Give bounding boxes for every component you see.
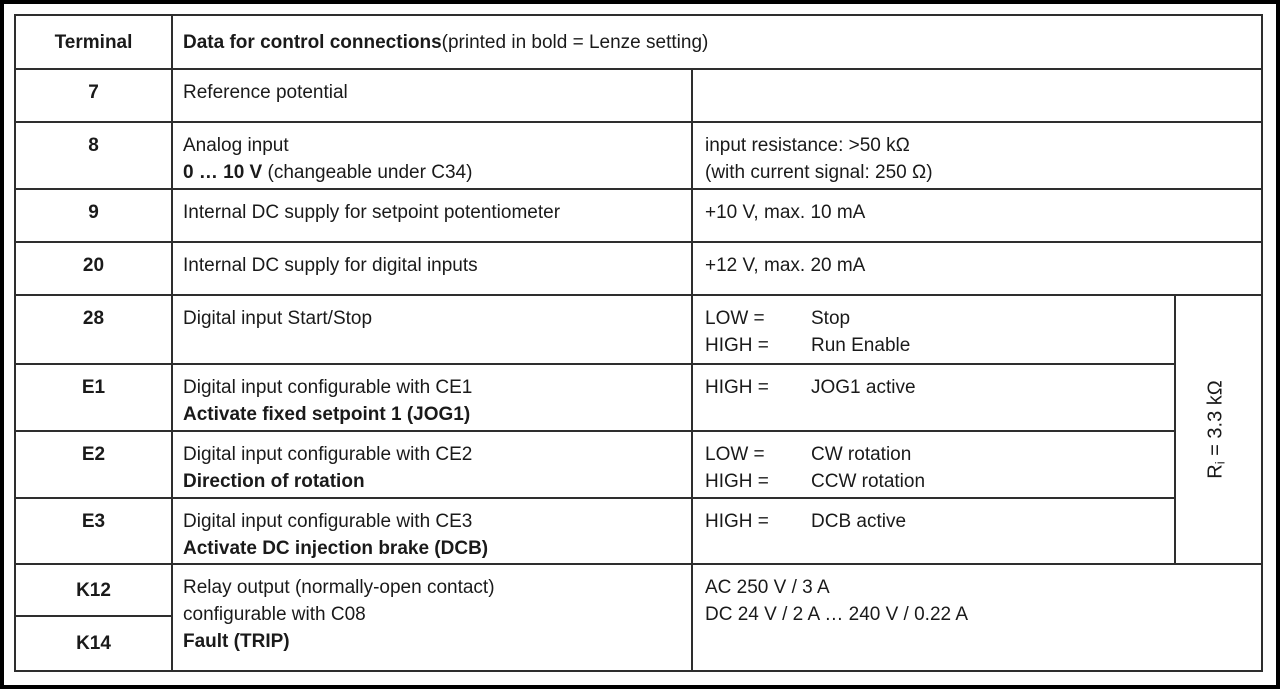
header-title-bold: Data for control connections <box>183 31 442 53</box>
rowE2-low-line: LOW = CW rotation <box>705 441 1162 468</box>
rowE2-description-line1: Digital input configurable with CE2 <box>183 444 473 465</box>
row8-value-line1: input resistance: >50 kΩ <box>705 135 910 156</box>
terminal-20: 20 <box>16 243 173 296</box>
row28-value: LOW = Stop HIGH = Run Enable <box>693 296 1176 365</box>
rowE1-high-value: JOG1 active <box>811 377 916 398</box>
row9-description: Internal DC supply for setpoint potentio… <box>173 190 693 243</box>
rowE1-description: Digital input configurable with CE1 Acti… <box>173 365 693 432</box>
terminal-k-cell: K12 K14 <box>16 565 173 670</box>
rowE1-high-label: HIGH = <box>705 377 769 398</box>
ri-subscript: i <box>1213 461 1229 465</box>
rowK-value-line2: DC 24 V / 2 A … 240 V / 0.22 A <box>705 604 968 625</box>
terminal-k12-label: K12 <box>76 579 111 601</box>
row20-description: Internal DC supply for digital inputs <box>173 243 693 296</box>
row8-description-rest: (changeable under C34) <box>262 162 473 183</box>
rowE3-high-value: DCB active <box>811 511 907 532</box>
rowE1-description-line1: Digital input configurable with CE1 <box>183 377 473 398</box>
row28-high-line: HIGH = Run Enable <box>705 332 1162 359</box>
terminal-e3-label: E3 <box>81 511 106 532</box>
terminal-8-label: 8 <box>88 135 99 156</box>
row28-high-label: HIGH = <box>705 335 769 356</box>
rowK-value-line1: AC 250 V / 3 A <box>705 577 830 598</box>
input-resistance-note: Ri = 3.3 kΩ <box>1203 380 1234 478</box>
rowE2-low-label: LOW = <box>705 444 765 465</box>
terminal-9-label: 9 <box>88 202 99 223</box>
terminal-e3: E3 <box>16 499 173 565</box>
row8-description-line2: 0 … 10 V (changeable under C34) <box>183 159 681 186</box>
terminal-k12: K12 <box>16 565 171 617</box>
row7-value <box>693 70 1261 123</box>
terminal-e2: E2 <box>16 432 173 499</box>
rowE2-value: LOW = CW rotation HIGH = CCW rotation <box>693 432 1176 499</box>
rowK-description-line1: Relay output (normally-open contact) <box>183 577 495 598</box>
rowE1-description-bold: Activate fixed setpoint 1 (JOG1) <box>183 404 471 425</box>
rowE3-description-line1: Digital input configurable with CE3 <box>183 511 473 532</box>
rowE3-description-bold: Activate DC injection brake (DCB) <box>183 538 489 559</box>
row9-description-text: Internal DC supply for setpoint potentio… <box>183 202 561 223</box>
rowE1-value: HIGH = JOG1 active <box>693 365 1176 432</box>
row7-description-text: Reference potential <box>183 82 348 103</box>
input-resistance-note-cell: Ri = 3.3 kΩ <box>1176 296 1261 565</box>
rowE2-high-value: CCW rotation <box>811 471 926 492</box>
row28-high-value: Run Enable <box>811 335 911 356</box>
terminal-e1: E1 <box>16 365 173 432</box>
control-connections-table: Terminal Data for control connections (p… <box>14 14 1263 672</box>
terminal-7: 7 <box>16 70 173 123</box>
row8-description-bold: 0 … 10 V <box>183 162 263 183</box>
terminal-7-label: 7 <box>88 82 99 103</box>
rowE3-high-label: HIGH = <box>705 511 769 532</box>
row8-value-line2: (with current signal: 250 Ω) <box>705 162 933 183</box>
rowK-description: Relay output (normally-open contact) con… <box>173 565 693 670</box>
row28-low-line: LOW = Stop <box>705 305 1162 332</box>
rowK-value: AC 250 V / 3 A DC 24 V / 2 A … 240 V / 0… <box>693 565 1261 670</box>
header-terminal: Terminal <box>16 16 173 70</box>
row20-value: +12 V, max. 20 mA <box>693 243 1261 296</box>
row28-low-value: Stop <box>811 308 851 329</box>
row8-description-line1: Analog input <box>183 135 289 156</box>
row8-description: Analog input 0 … 10 V (changeable under … <box>173 123 693 190</box>
ri-symbol: R <box>1205 464 1228 479</box>
row7-description: Reference potential <box>173 70 693 123</box>
rowE3-high-line: HIGH = DCB active <box>705 508 1162 535</box>
rowE2-low-value: CW rotation <box>811 444 912 465</box>
terminal-9: 9 <box>16 190 173 243</box>
header-data: Data for control connections (printed in… <box>173 16 1261 70</box>
header-terminal-label: Terminal <box>54 31 133 53</box>
terminal-28-label: 28 <box>82 308 105 329</box>
rowE2-description-bold: Direction of rotation <box>183 471 365 492</box>
row28-description-text: Digital input Start/Stop <box>183 308 373 329</box>
row28-description: Digital input Start/Stop <box>173 296 693 365</box>
terminal-8: 8 <box>16 123 173 190</box>
terminal-e1-label: E1 <box>81 377 106 398</box>
rowE2-high-line: HIGH = CCW rotation <box>705 468 1162 495</box>
row20-value-text: +12 V, max. 20 mA <box>705 255 866 276</box>
row8-value: input resistance: >50 kΩ (with current s… <box>693 123 1261 190</box>
terminal-k14-label: K14 <box>76 633 111 654</box>
rowE2-high-label: HIGH = <box>705 471 769 492</box>
rowK-description-line2: configurable with C08 <box>183 604 366 625</box>
terminal-20-label: 20 <box>82 255 105 276</box>
row28-low-label: LOW = <box>705 308 765 329</box>
row9-value: +10 V, max. 10 mA <box>693 190 1261 243</box>
terminal-28: 28 <box>16 296 173 365</box>
rowK-description-bold: Fault (TRIP) <box>183 631 290 652</box>
header-title-rest: (printed in bold = Lenze setting) <box>441 31 709 53</box>
rowE2-description: Digital input configurable with CE2 Dire… <box>173 432 693 499</box>
terminal-e2-label: E2 <box>81 444 106 465</box>
terminal-k14: K14 <box>16 617 171 670</box>
row9-value-text: +10 V, max. 10 mA <box>705 202 866 223</box>
ri-rest: = 3.3 kΩ <box>1205 380 1228 462</box>
rowE3-value: HIGH = DCB active <box>693 499 1176 565</box>
row20-description-text: Internal DC supply for digital inputs <box>183 255 478 276</box>
rowE1-high-line: HIGH = JOG1 active <box>705 374 1162 401</box>
rowE3-description: Digital input configurable with CE3 Acti… <box>173 499 693 565</box>
